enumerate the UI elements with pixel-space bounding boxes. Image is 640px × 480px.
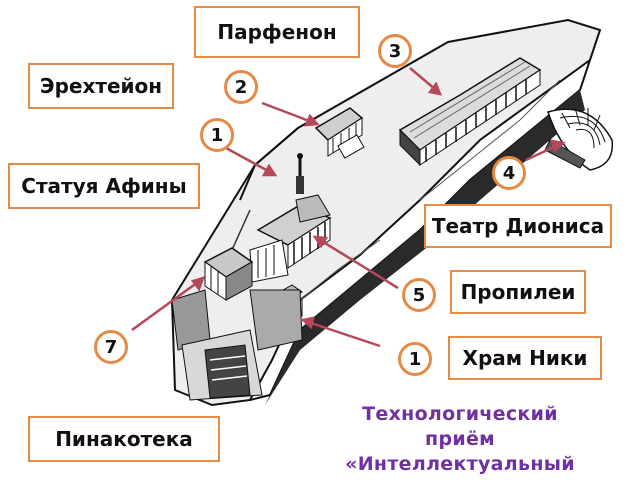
badge-4: 4 [492, 156, 526, 190]
label-athena-statue: Статуя Афины [8, 163, 200, 209]
caption-line-1: Технологический [362, 403, 558, 425]
badge-7: 7 [94, 330, 128, 364]
arrow-propylaea [312, 235, 399, 290]
parthenon-building [398, 57, 542, 167]
caption-line-2: приём [425, 428, 495, 450]
badge-2: 2 [224, 70, 258, 104]
technique-caption: Технологический приём «Интеллектуальный [300, 402, 620, 477]
label-propylaea: Пропилеи [450, 270, 586, 314]
arrow-parthenon [409, 67, 443, 96]
propylaea-building [249, 194, 332, 283]
label-erechtheion: Эрехтейон [28, 63, 174, 109]
badge-3: 3 [378, 34, 412, 68]
athena-statue [296, 153, 304, 194]
arrow-statue [225, 146, 278, 177]
arrow-pinakotheke [131, 276, 206, 332]
pinakotheke-building [203, 247, 254, 301]
label-parthenon: Парфенон [194, 6, 360, 58]
badge-1-nike: 1 [398, 342, 432, 376]
arrow-erechtheion [261, 101, 320, 127]
label-dionysus-theatre: Театр Диониса [424, 204, 612, 248]
label-pinakotheke: Пинакотека [28, 416, 220, 462]
arrow-nike [300, 316, 381, 348]
lower-walls [171, 289, 303, 401]
theatre-of-dionysus [544, 107, 614, 171]
label-nike-temple: Храм Ники [448, 336, 602, 380]
pointer-arrows [131, 67, 566, 348]
badge-1-statue: 1 [200, 118, 234, 152]
erechtheion-building [314, 107, 365, 159]
caption-line-3: «Интеллектуальный [345, 453, 575, 475]
badge-5: 5 [402, 278, 436, 312]
arrow-theatre [525, 139, 566, 162]
